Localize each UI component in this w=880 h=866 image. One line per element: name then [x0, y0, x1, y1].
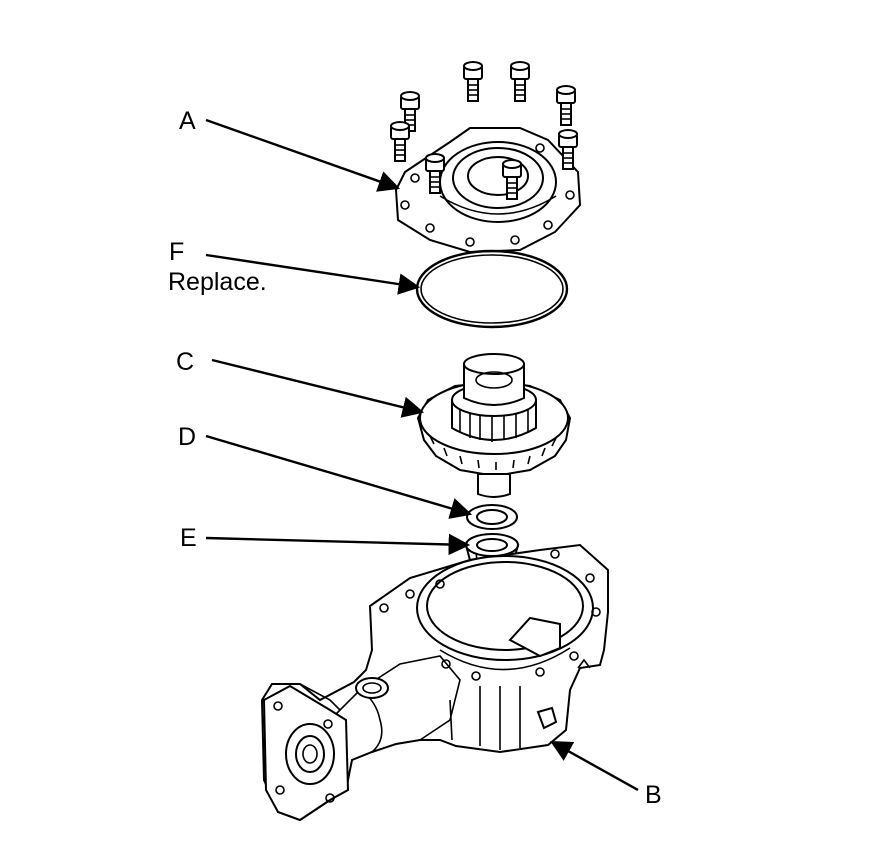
- bolt-icon: [556, 85, 576, 126]
- callout-note-replace: Replace.: [168, 268, 267, 296]
- callout-label-a: A: [179, 107, 196, 135]
- callout-label-f: F: [169, 238, 184, 266]
- housing-part-b: [260, 543, 609, 822]
- bolt-icon: [510, 61, 530, 102]
- callout-label-d: D: [178, 423, 196, 451]
- o-ring-part-f: [415, 249, 569, 329]
- bolt-icon: [463, 61, 483, 102]
- bolt-icon: [390, 121, 410, 162]
- callout-label-c: C: [176, 348, 194, 376]
- washer-part-d: [466, 504, 518, 530]
- callout-lines: [205, 118, 639, 792]
- cover-part-a: [394, 127, 582, 254]
- gear-part-c: [416, 353, 572, 498]
- callout-label-e: E: [180, 524, 197, 552]
- callout-label-b: B: [645, 781, 662, 809]
